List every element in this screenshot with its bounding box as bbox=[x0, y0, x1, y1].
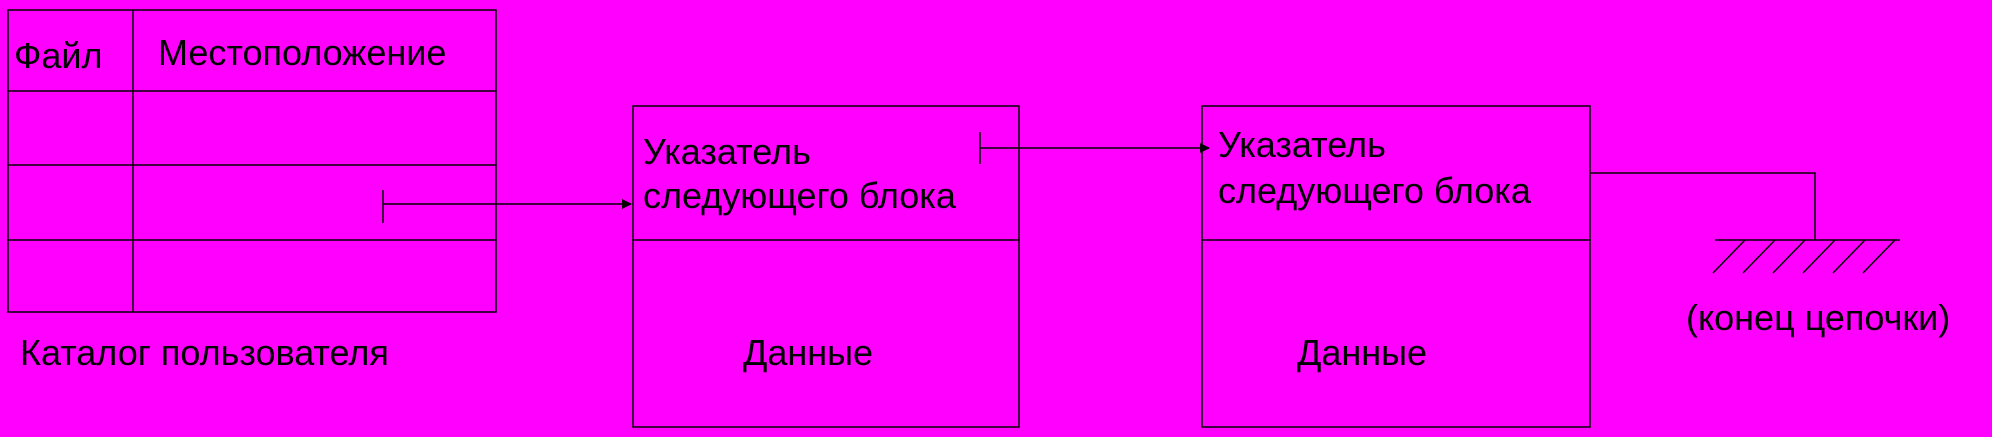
block-1-data-label: Данные bbox=[743, 332, 874, 373]
pointer-arrow-catalog-to-block-1 bbox=[382, 190, 632, 223]
block-2 bbox=[1201, 105, 1591, 428]
catalog-table bbox=[7, 9, 497, 313]
catalog-table-border bbox=[7, 9, 497, 313]
catalog-header-location: Местоположение bbox=[158, 32, 447, 73]
block-2-pointer-label: Указатель следующего блока bbox=[1218, 124, 1531, 211]
block-1-pointer-label: Указатель следующего блока bbox=[643, 131, 956, 216]
catalog-caption: Каталог пользователя bbox=[20, 332, 389, 373]
chain-end-label: (конец цепочки) bbox=[1686, 297, 1951, 338]
end-connector-line bbox=[1590, 172, 1816, 240]
block-2-border bbox=[1201, 105, 1591, 428]
block-1 bbox=[632, 105, 1020, 428]
catalog-header-file: Файл bbox=[14, 35, 103, 76]
pointer-arrow-block-1-to-block-2 bbox=[979, 132, 1210, 164]
ground-icon bbox=[1590, 172, 1900, 274]
block-1-border bbox=[632, 105, 1020, 428]
block-2-data-label: Данные bbox=[1297, 332, 1428, 373]
